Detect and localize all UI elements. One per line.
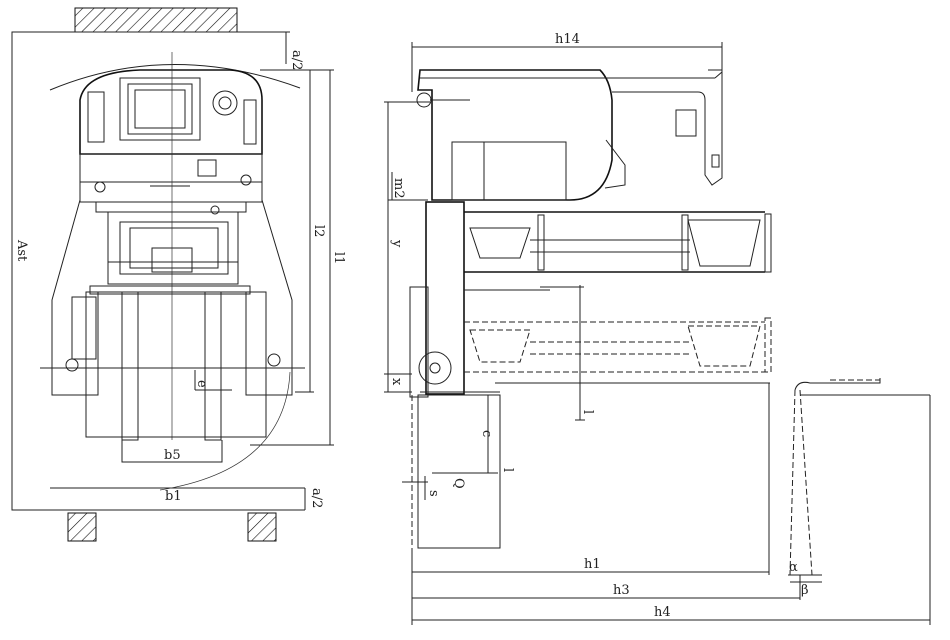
label-h4: h4 (654, 605, 671, 620)
aisle-outline (11, 31, 305, 511)
label-ast: Ast (14, 239, 29, 262)
label-l1: l1 (331, 252, 346, 264)
label-l2: l2 (311, 225, 326, 237)
left-plan-view: a/2 Ast l2 l1 e b5 b1 a/2 (11, 7, 346, 542)
label-b1: b1 (165, 489, 182, 504)
label-a-half-top: a/2 (289, 50, 304, 70)
label-x: x (389, 378, 404, 386)
label-b5: b5 (164, 448, 181, 463)
label-beta: β (801, 583, 809, 598)
label-m2: m2 (391, 178, 406, 199)
label-h1: h1 (584, 557, 601, 572)
label-e: e (194, 380, 209, 388)
right-side-view: h14 m2 y x l c l Q s h1 h3 h4 α β (384, 32, 931, 625)
label-l-lower: l (500, 468, 515, 472)
label-l-right: l (580, 410, 595, 414)
wall-bottom-left-hatch (67, 512, 97, 542)
label-h14: h14 (555, 32, 580, 47)
label-h3: h3 (613, 583, 630, 598)
wall-top-hatch (74, 7, 238, 33)
label-y: y (389, 239, 404, 248)
label-a-half-bottom: a/2 (309, 488, 324, 508)
label-s: s (426, 490, 441, 497)
label-alpha: α (789, 560, 798, 575)
wall-bottom-right-hatch (247, 512, 277, 542)
label-c: c (479, 430, 494, 437)
label-q: Q (451, 478, 466, 489)
